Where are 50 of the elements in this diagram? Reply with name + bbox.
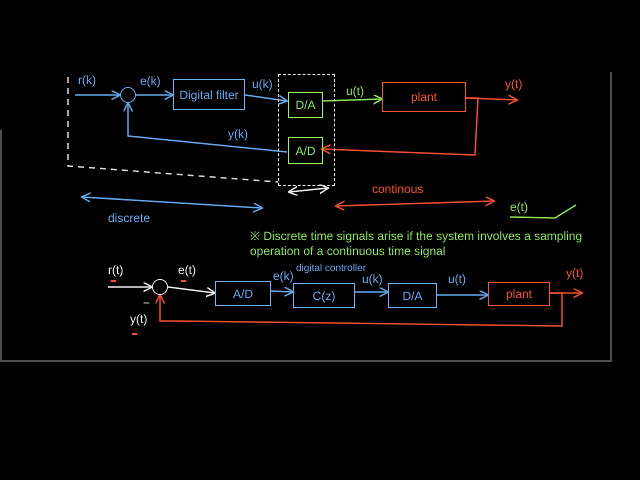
- signal-label: u(t): [346, 84, 364, 98]
- process-box: [173, 79, 245, 110]
- arrow: [270, 286, 294, 297]
- process-box: [215, 281, 271, 306]
- signal-label: u(k): [252, 77, 273, 91]
- box-label: D/A: [402, 290, 422, 302]
- process-box: [288, 92, 323, 118]
- arrow: [154, 292, 563, 327]
- arrow: [322, 94, 384, 105]
- region-label: discrete: [108, 211, 150, 226]
- arrow: [355, 286, 390, 298]
- process-box: [382, 82, 466, 112]
- signal-label: r(k): [78, 73, 96, 87]
- caption-text: digital controller: [296, 263, 366, 274]
- arrow: [136, 90, 174, 100]
- signal-label: u(k): [362, 272, 383, 286]
- signal-label: r(t): [108, 263, 124, 277]
- note-text: ※ Discrete time signals arise if the system involves a sampling operation of a continuous time signal: [250, 229, 584, 259]
- signal-label: y(t): [505, 77, 522, 91]
- dashed-boundary: [278, 74, 335, 186]
- summing-junction: [120, 87, 136, 103]
- box-label: plant: [410, 91, 438, 103]
- box-label: D/A: [295, 99, 316, 111]
- signal-label: y(t): [566, 266, 584, 280]
- arrow: [437, 290, 490, 300]
- arrow: [122, 102, 288, 153]
- arrow: [75, 90, 122, 100]
- process-box: [488, 282, 550, 306]
- process-box: [388, 283, 437, 308]
- signal-label: y(t): [130, 312, 148, 326]
- arrow: [320, 97, 479, 156]
- signal-label: y(k): [228, 127, 248, 141]
- summing-junction: [152, 279, 168, 295]
- box-label: plant: [506, 288, 532, 300]
- process-box: [288, 137, 323, 164]
- box-label: A/D: [232, 288, 253, 300]
- signal-label: e(t): [178, 263, 196, 277]
- box-label: C(z): [312, 290, 336, 302]
- region-label: continous: [372, 182, 424, 197]
- box-label: A/D: [295, 144, 316, 156]
- arrow: [244, 94, 288, 105]
- minus-sign: −: [143, 296, 150, 311]
- arrow: [168, 286, 216, 298]
- box-label: Digital filter: [179, 88, 239, 100]
- signal-label: u(t): [448, 272, 466, 286]
- signal-label: e(t): [510, 200, 528, 215]
- signal-label: e(k): [140, 74, 161, 88]
- signal-label: e(k): [273, 269, 294, 283]
- arrow: [108, 282, 154, 292]
- process-box: [293, 283, 355, 308]
